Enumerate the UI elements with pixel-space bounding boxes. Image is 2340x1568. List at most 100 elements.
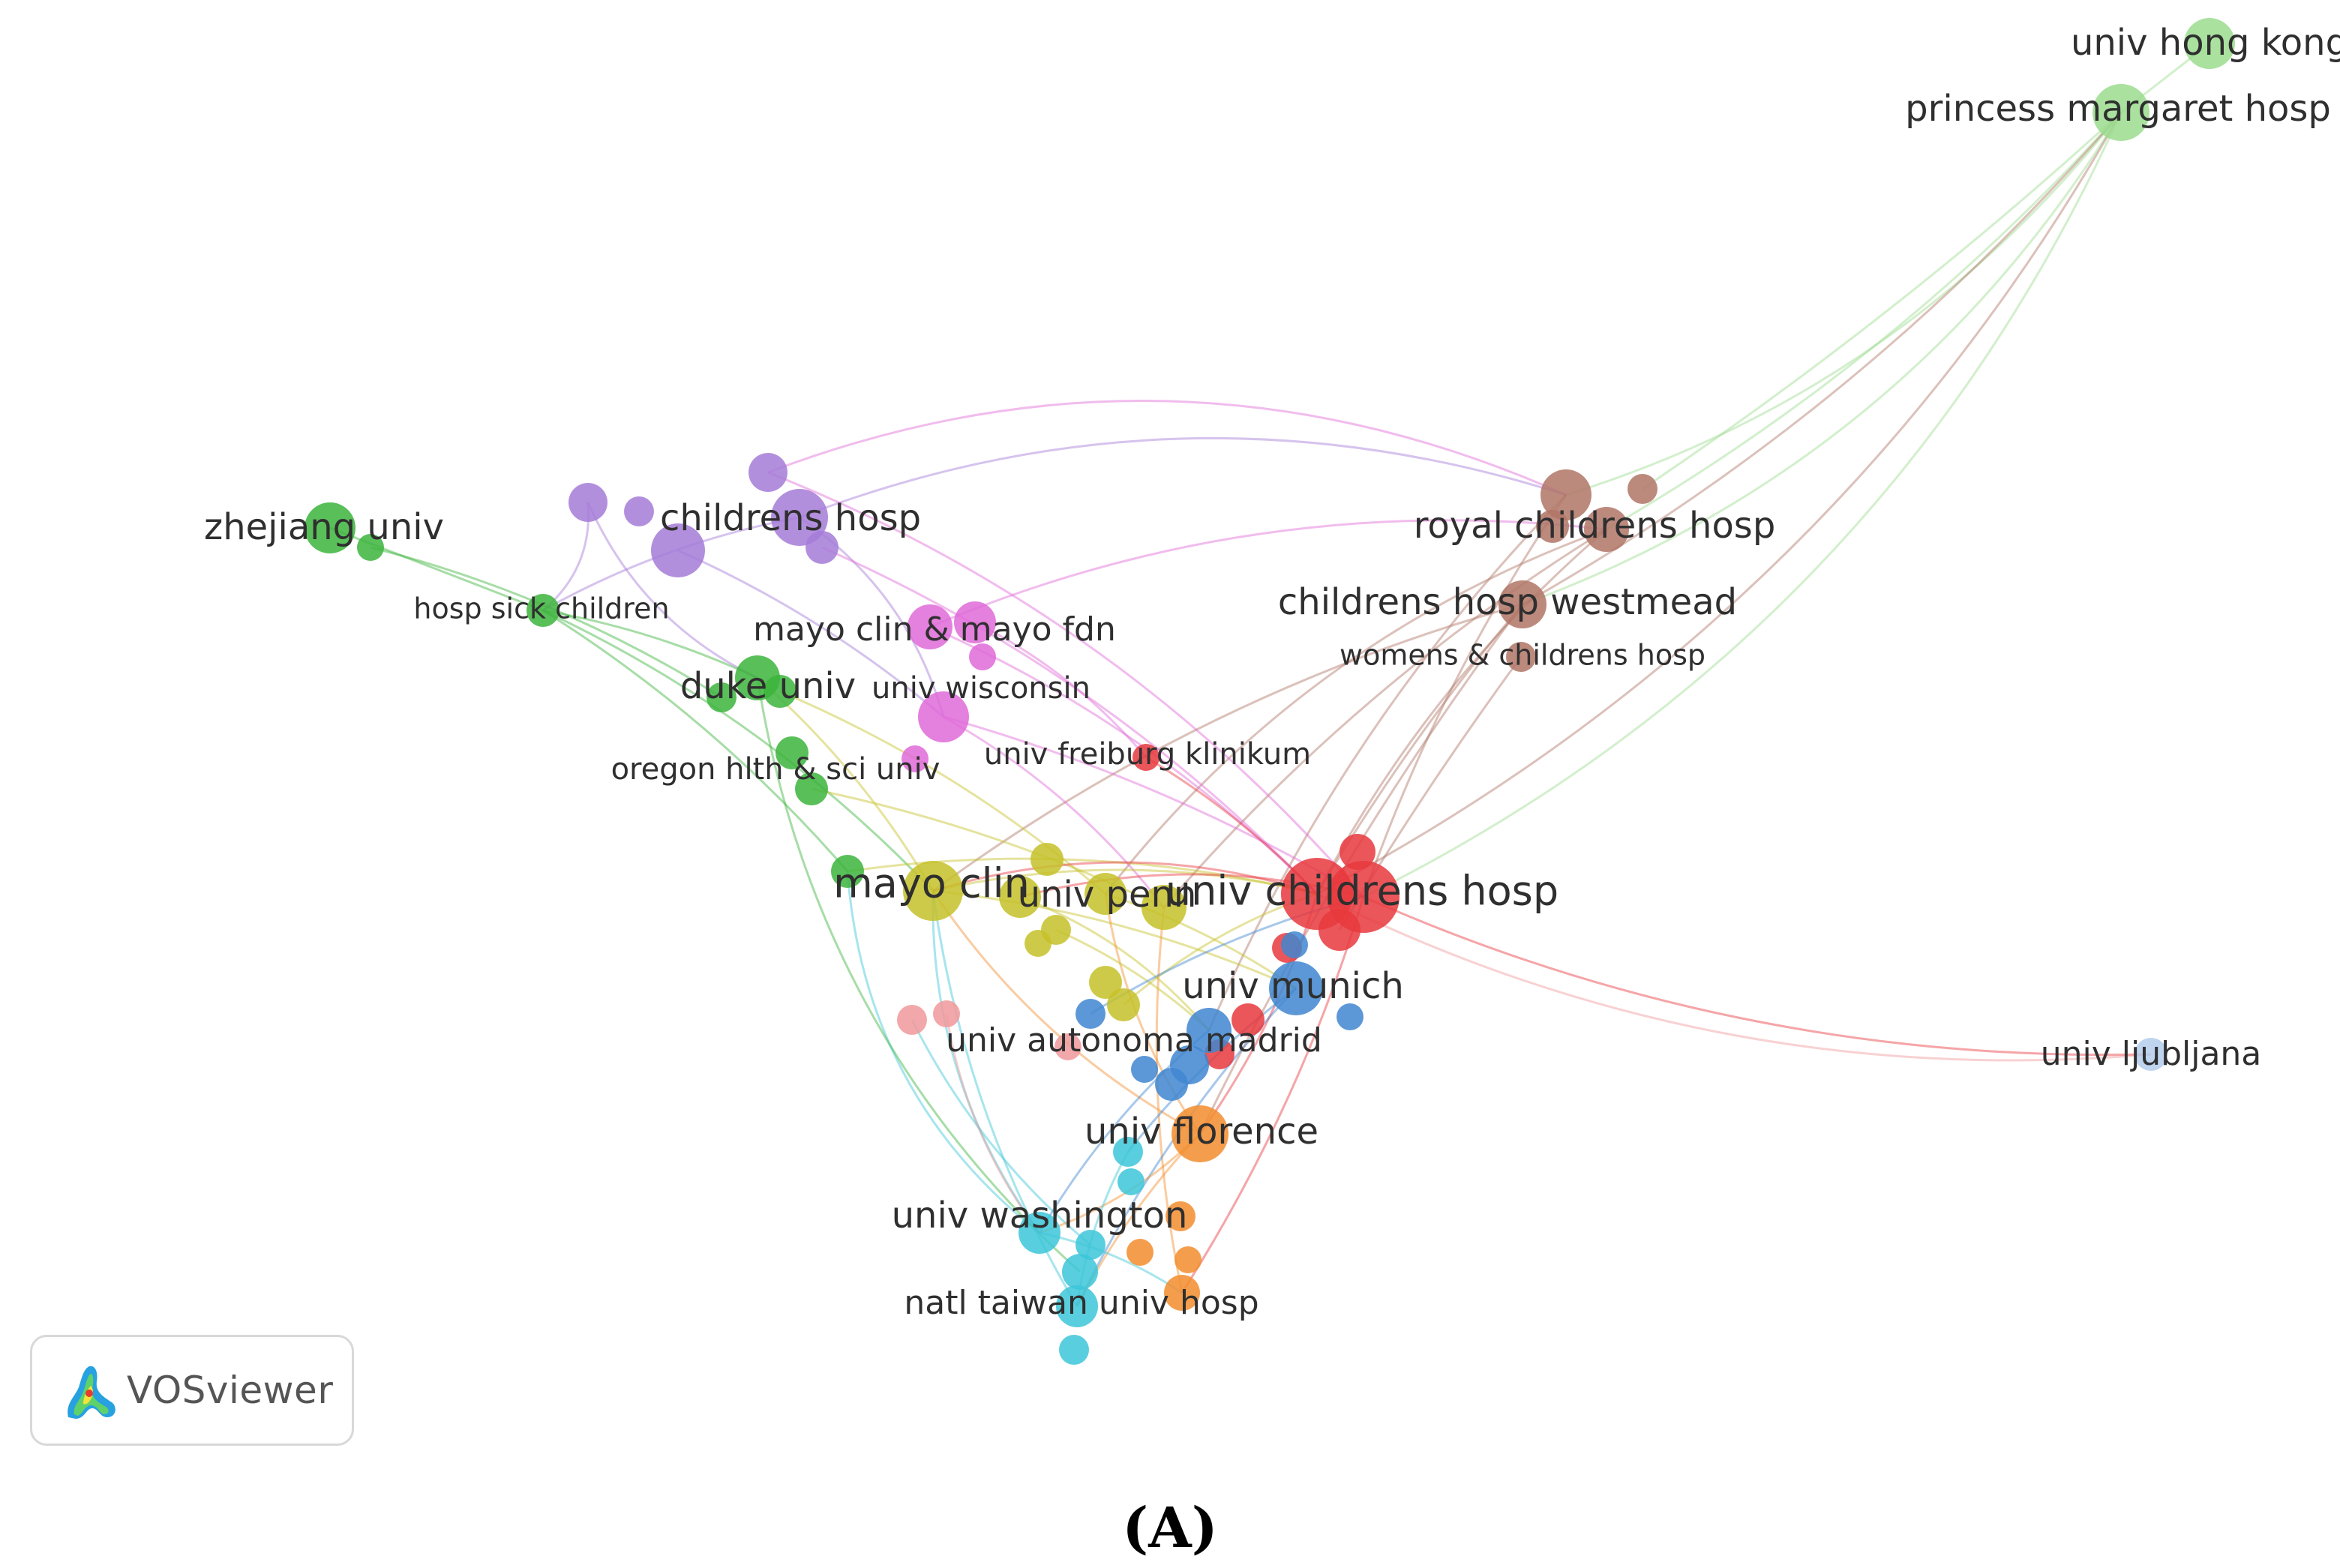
node-light_green-0[interactable] <box>2184 18 2235 69</box>
link-0 <box>1565 112 2122 496</box>
node-green-7[interactable] <box>764 675 796 708</box>
labels-layer: univ hong kong princess margaret hosp zhej… <box>204 22 2340 1322</box>
node-red-28[interactable] <box>1132 744 1160 771</box>
node-pink-20[interactable] <box>918 691 969 742</box>
label-univ-childrens-hosp[interactable]: univ childrens hosp <box>1166 868 1558 915</box>
node-cyan-63[interactable] <box>1118 1168 1144 1195</box>
label-womens-childrens-hosp[interactable]: womens & childrens hosp <box>1340 639 1706 672</box>
node-blue-48[interactable] <box>1076 999 1106 1029</box>
node-brown-26[interactable] <box>1498 580 1546 628</box>
vosviewer-badge[interactable]: VOSviewer <box>30 1335 354 1446</box>
node-purple-14[interactable] <box>748 453 788 492</box>
node-cyan-66[interactable] <box>1062 1254 1098 1290</box>
node-red-31[interactable] <box>1340 834 1376 870</box>
link-21 <box>1316 892 2152 1062</box>
node-green-9[interactable] <box>795 772 828 805</box>
node-green-10[interactable] <box>831 855 864 888</box>
node-pink-17[interactable] <box>908 604 952 649</box>
node-pink-21[interactable] <box>902 745 928 772</box>
node-orange-58[interactable] <box>1166 1201 1196 1231</box>
node-yellow-38[interactable] <box>1030 843 1064 876</box>
label-univ-munich[interactable]: univ munich <box>1182 965 1404 1007</box>
node-yellow-37[interactable] <box>999 876 1041 918</box>
label-univ-florence[interactable]: univ florence <box>1084 1111 1318 1153</box>
node-brown-24[interactable] <box>1584 507 1629 552</box>
node-orange-57[interactable] <box>1172 1105 1228 1162</box>
node-pink-19[interactable] <box>969 643 996 670</box>
link-6 <box>1316 112 2122 895</box>
node-purple-11[interactable] <box>568 483 608 522</box>
label-zhejiang-univ[interactable]: zhejiang univ <box>204 506 444 548</box>
link-44 <box>932 889 1297 990</box>
label-mayo-clin[interactable]: mayo clin <box>833 860 1030 907</box>
node-blue-51[interactable] <box>1155 1068 1188 1101</box>
label-univ-autonoma-madrid[interactable]: univ autonoma madrid <box>946 1021 1322 1060</box>
node-purple-16[interactable] <box>806 531 838 564</box>
node-pink-18[interactable] <box>954 601 996 643</box>
node-cyan-65[interactable] <box>1076 1230 1106 1260</box>
link-8 <box>767 400 1567 496</box>
node-yellow-44[interactable] <box>1107 988 1140 1021</box>
label-univ-hong-kong[interactable]: univ hong kong <box>2071 22 2340 64</box>
link-56 <box>1180 896 1365 1294</box>
link-34 <box>821 546 1318 895</box>
node-orange-59[interactable] <box>1126 1239 1154 1266</box>
node-green-4[interactable] <box>526 594 560 627</box>
label-royal-childrens-hosp[interactable]: royal childrens hosp <box>1414 505 1776 547</box>
node-green-6[interactable] <box>706 682 736 712</box>
label-duke-univ[interactable]: duke univ <box>680 665 856 707</box>
node-cyan-67[interactable] <box>1056 1285 1098 1327</box>
label-univ-wisconsin[interactable]: univ wisconsin <box>872 671 1090 706</box>
node-yellow-43[interactable] <box>1089 966 1122 999</box>
node-orange-61[interactable] <box>1164 1275 1200 1311</box>
node-green-8[interactable] <box>776 736 808 769</box>
node-red-32[interactable] <box>1318 909 1360 951</box>
node-purple-15[interactable] <box>771 489 828 546</box>
node-brown-25[interactable] <box>1536 510 1569 543</box>
node-cyan-68[interactable] <box>1059 1335 1089 1365</box>
link-17 <box>1208 493 1568 1031</box>
link-43 <box>932 868 1318 895</box>
node-yellow-40[interactable] <box>1142 885 1186 930</box>
node-blue-49[interactable] <box>1186 1008 1232 1053</box>
node-yellow-42[interactable] <box>1024 930 1052 957</box>
node-green-3[interactable] <box>357 534 384 561</box>
node-yellow-39[interactable] <box>1084 873 1126 915</box>
link-36 <box>677 549 944 718</box>
link-22 <box>329 526 544 612</box>
label-mayo-clin-mayo-fdn[interactable]: mayo clin & mayo fdn <box>753 610 1116 649</box>
node-cyan-64[interactable] <box>1018 1212 1060 1254</box>
node-salmon-55[interactable] <box>1054 1033 1082 1060</box>
label-childrens-hosp[interactable]: childrens hosp <box>660 497 921 539</box>
label-univ-washington[interactable]: univ washington <box>892 1195 1188 1237</box>
node-salmon-54[interactable] <box>933 1000 960 1027</box>
label-univ-freiburg-klinikum[interactable]: univ freiburg klinikum <box>984 737 1311 772</box>
node-blue-46[interactable] <box>1281 931 1308 958</box>
node-blue-47[interactable] <box>1336 1003 1364 1030</box>
node-red-34[interactable] <box>1232 1003 1264 1036</box>
node-purple-12[interactable] <box>624 496 654 526</box>
node-cyan-62[interactable] <box>1113 1137 1143 1167</box>
node-orange-60[interactable] <box>1174 1246 1202 1273</box>
node-light_blue-56[interactable] <box>2134 1038 2168 1071</box>
node-purple-13[interactable] <box>651 523 705 577</box>
node-green-2[interactable] <box>304 502 356 553</box>
label-univ-ljubljana[interactable]: univ ljubljana <box>2041 1035 2262 1073</box>
node-yellow-36[interactable] <box>903 861 963 921</box>
node-blue-45[interactable] <box>1269 961 1323 1015</box>
label-oregon-hlth-sci-univ[interactable]: oregon hlth & sci univ <box>611 752 940 787</box>
node-salmon-53[interactable] <box>897 1005 927 1035</box>
label-natl-taiwan-univ-hosp[interactable]: natl taiwan univ hosp <box>904 1284 1258 1322</box>
node-brown-27[interactable] <box>1506 642 1536 672</box>
label-princess-margaret-hosp[interactable]: princess margaret hosp <box>1905 88 2331 130</box>
node-brown-22[interactable] <box>1540 469 1592 520</box>
link-24 <box>542 609 758 679</box>
link-49 <box>756 677 1082 1273</box>
label-univ-penn[interactable]: univ penn <box>1018 874 1197 916</box>
node-brown-23[interactable] <box>1628 474 1658 504</box>
node-blue-52[interactable] <box>1131 1056 1158 1083</box>
node-light_green-1[interactable] <box>2092 84 2150 141</box>
label-hosp-sick-children[interactable]: hosp sick children <box>413 592 669 625</box>
label-childrens-hosp-westmead[interactable]: childrens hosp westmead <box>1278 581 1737 623</box>
